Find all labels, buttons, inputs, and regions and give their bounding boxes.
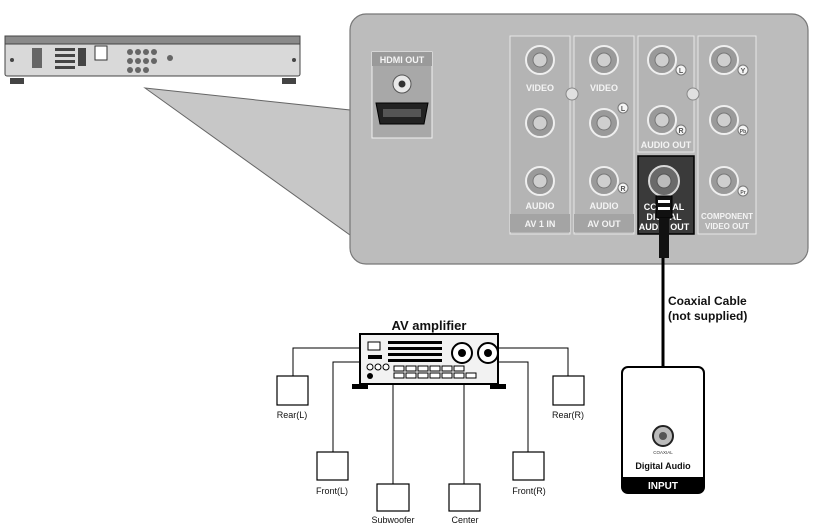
audio-out-l-mark: L [679,68,684,75]
component-jacks: Y Pb Pr COMPONENT VIDEO OUT [701,45,753,231]
speaker-wires [292,347,569,484]
input-footer-label: INPUT [648,481,678,492]
speaker-rear-right: Rear(R) [552,375,585,420]
av-out-l-mark: L [621,106,626,113]
speaker-subwoofer: Subwoofer [371,483,415,525]
audio-out-label: AUDIO OUT [641,140,692,150]
amplifier-title: AV amplifier [392,318,467,333]
input-device: COAXIAL Digital Audio INPUT [621,366,705,494]
av-out-jacks: VIDEO L R AUDIO AV OUT [574,45,634,232]
av1-audio-label: AUDIO [526,201,555,211]
speaker-rear-left: Rear(L) [276,375,309,420]
hdmi-out-section: HDMI OUT [371,51,433,139]
hdmi-out-label: HDMI OUT [380,55,425,65]
speaker-center-label: Center [451,515,478,525]
speaker-subwoofer-label: Subwoofer [371,515,414,525]
component-video-out-label: VIDEO OUT [705,222,749,231]
cable-label-line2: (not supplied) [668,309,747,323]
component-y-mark: Y [741,68,746,75]
av1-video-label: VIDEO [526,83,554,93]
component-pr-mark: Pr [740,190,745,196]
speaker-front-right-label: Front(R) [512,486,546,496]
dvd-player [4,35,301,84]
component-label: COMPONENT [701,212,753,221]
av-out-r-mark: R [620,186,625,193]
zoom-callout [143,87,351,236]
audio-out-r-mark: R [678,128,683,135]
input-digital-audio-label: Digital Audio [635,461,691,471]
speaker-front-left: Front(L) [316,451,349,496]
rear-panel: HDMI OUT VIDEO AUDIO AV 1 IN [349,13,809,265]
av-amplifier [352,333,506,389]
audio-out-jacks: L R AUDIO OUT [641,45,692,150]
speaker-rear-right-label: Rear(R) [552,410,584,420]
av1-in-label: AV 1 IN [525,219,556,229]
av1-in-jacks: VIDEO AUDIO AV 1 IN [510,45,570,232]
input-coaxial-small-label: COAXIAL [653,450,673,455]
component-pb-mark: Pb [740,129,746,135]
speaker-rear-left-label: Rear(L) [277,410,308,420]
cable-label-line1: Coaxial Cable [668,294,747,308]
av-out-audio-label: AUDIO [590,201,619,211]
av-out-video-label: VIDEO [590,83,618,93]
speaker-front-left-label: Front(L) [316,486,348,496]
speaker-center: Center [448,483,481,525]
av-out-label: AV OUT [587,219,621,229]
screw-icon [565,87,579,101]
screw-icon [686,87,700,101]
speaker-front-right: Front(R) [512,451,546,496]
